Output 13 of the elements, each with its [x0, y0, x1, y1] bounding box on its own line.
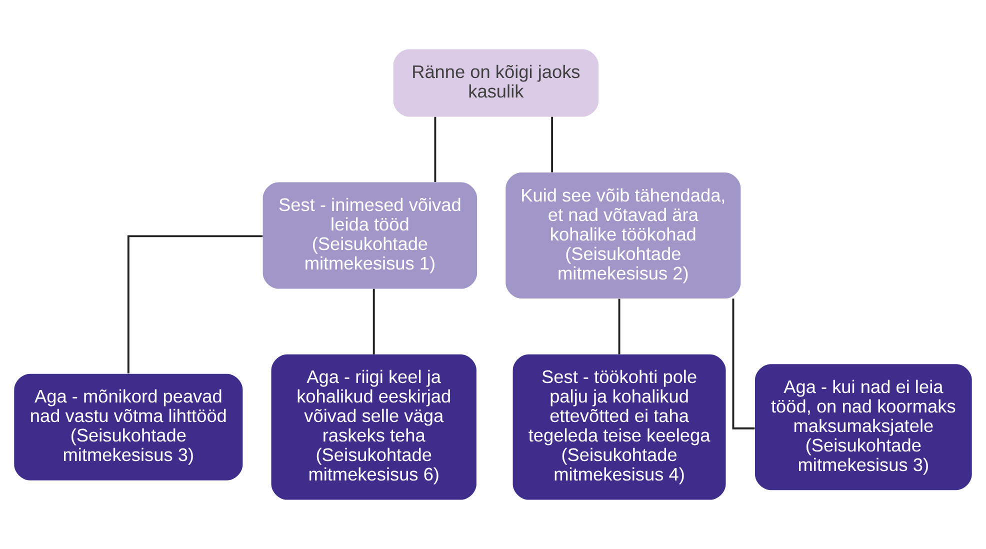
node-box: Sest - inimesed võivad leida tööd (Seisukohtade mitmekesisus 1) — [262, 182, 478, 289]
node-box: Sest - töökohti pole palju ja kohalikud ettevõtted ei taha tegeleda teise keelega (Seisukohtade mitmekesisus 4) — [512, 354, 726, 500]
node-box: Kuid see võib tähendada, et nad võtavad ära kohalike töökohad (Seisukohtade mitmekesisus 2) — [506, 172, 741, 299]
connector — [618, 298, 620, 354]
node-box: Aga - riigi keel ja kohalikud eeskirjad võivad selle väga raskeks teha (Seisukohtade mitmekesisus 6) — [271, 354, 476, 500]
node-box: Ränne on kõigi jaoks kasulik — [393, 49, 598, 117]
connector — [127, 235, 263, 374]
connector — [551, 116, 554, 172]
connector — [372, 288, 375, 354]
node-box: Aga - mõnikord peavad nad vastu võtma lihttööd (Seisukohtade mitmekesisus 3) — [14, 374, 243, 480]
connector — [434, 116, 436, 182]
node-box: Aga - kui nad ei leia tööd, on nad koormaks maksumaksjatele (Seisukohtade mitmekesisus 3) — [755, 364, 972, 490]
connector — [732, 298, 755, 430]
